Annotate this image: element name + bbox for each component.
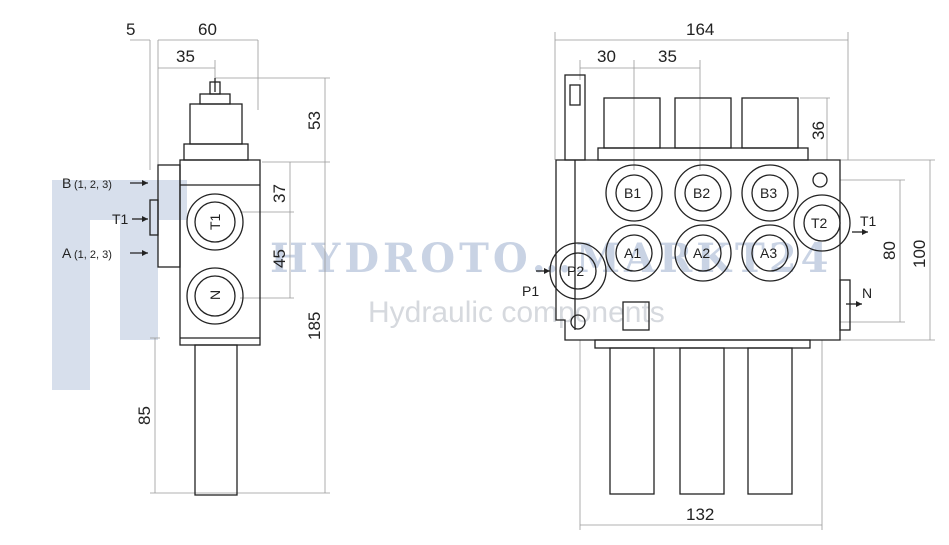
watermark-logo-mark: [52, 180, 187, 390]
mounting-hole-bottom: [570, 314, 586, 330]
port-b1-label: B1: [624, 185, 641, 201]
dim-base-width: 132: [686, 505, 714, 524]
label-a-ports-sub: (1, 2, 3): [74, 249, 112, 261]
dim-height-total: 185: [305, 312, 324, 340]
dim-front-offset-first: 30: [597, 47, 616, 66]
side-view: 5 60 35 53 37 45 185 85 T1: [62, 20, 330, 496]
port-t2: T2: [793, 194, 851, 252]
port-a1-label: A1: [624, 245, 641, 261]
front-body: [555, 74, 851, 349]
dim-port-spacing-2: 45: [270, 249, 289, 268]
front-view: 164 30 35 36 80 100 132: [522, 20, 935, 530]
port-b3: B3: [741, 164, 799, 222]
port-a2: A2: [674, 224, 732, 282]
side-port-n: N: [186, 267, 244, 325]
port-b3-label: B3: [760, 185, 777, 201]
label-n: N: [862, 285, 872, 301]
dim-front-spacing: 35: [658, 47, 677, 66]
label-a-ports: A: [62, 245, 72, 261]
watermark: HYDROTO…MARKT24 Hydraulic components: [52, 180, 832, 390]
port-b1: B1: [605, 164, 663, 222]
front-nameplate: [622, 301, 650, 331]
label-t1-front: T1: [860, 213, 877, 229]
front-handle-1: [609, 347, 655, 495]
dim-offset: 5: [126, 20, 135, 39]
dim-width-total: 60: [198, 20, 217, 39]
label-p1: P1: [522, 283, 539, 299]
port-a3-label: A3: [760, 245, 777, 261]
port-b2-label: B2: [693, 185, 710, 201]
port-p2-label: P2: [567, 263, 584, 279]
port-a1: A1: [605, 224, 663, 282]
mounting-hole-top: [812, 172, 828, 188]
front-handle-3: [747, 347, 793, 495]
dim-width-inner: 35: [176, 47, 195, 66]
watermark-brand: HYDROTO…MARKT24: [270, 235, 832, 282]
side-port-t1: T1: [186, 193, 244, 251]
dim-handle-length: 85: [135, 406, 154, 425]
label-t1-side: T1: [112, 211, 129, 227]
dim-top-height: 53: [305, 111, 324, 130]
port-a2-label: A2: [693, 245, 710, 261]
side-port-t1-label: T1: [207, 213, 223, 230]
port-t2-label: T2: [811, 215, 828, 231]
dim-front-height-total: 100: [910, 240, 929, 268]
dim-solenoid-height: 36: [809, 121, 828, 140]
port-b2: B2: [674, 164, 732, 222]
dim-port-spacing-1: 37: [270, 184, 289, 203]
side-body: [149, 78, 261, 496]
side-port-n-label: N: [207, 290, 223, 300]
label-b-ports-sub: (1, 2, 3): [74, 179, 112, 191]
label-b-ports: B: [62, 175, 71, 191]
dim-front-width-total: 164: [686, 20, 714, 39]
front-handle-2: [679, 347, 725, 495]
dim-port-height: 80: [880, 241, 899, 260]
watermark-tagline: Hydraulic components: [368, 296, 665, 329]
port-a3: A3: [741, 224, 799, 282]
